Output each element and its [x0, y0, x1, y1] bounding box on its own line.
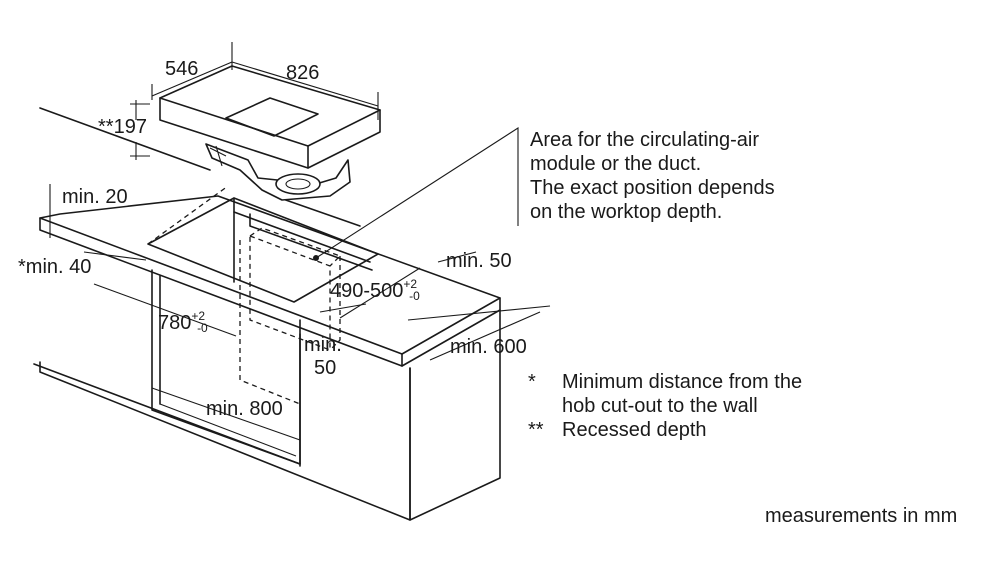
- cutout-width-value: 780: [158, 312, 192, 334]
- cutout-depth-tol-plus: +2: [403, 277, 418, 291]
- hob-fan: [275, 173, 321, 195]
- dim-label-490-500: 490-500+2-0: [330, 277, 420, 305]
- dim-label-min600: min. 600: [450, 336, 527, 358]
- area-note: Area for the circulating-air module or t…: [530, 128, 775, 224]
- legend-text: Recessed depth: [562, 419, 707, 441]
- dim-label-826: 826: [286, 62, 320, 84]
- dim-label-side-min-1: min.: [304, 334, 342, 356]
- cutout-projection: [147, 185, 229, 245]
- units-footer: measurements in mm: [765, 505, 958, 527]
- cutout-inner-lip: [249, 213, 373, 271]
- dim-label-min50: min. 50: [446, 250, 512, 272]
- cabinet-shelf: [159, 403, 297, 457]
- dim-label-min800: min. 800: [206, 398, 283, 420]
- worktop-top: [39, 195, 501, 355]
- worktop-back-line-left: [39, 107, 211, 171]
- dim-label-side-min-2: 50: [314, 357, 337, 379]
- area-note-line: module or the duct.: [530, 153, 702, 175]
- dim-826-line: [231, 61, 379, 107]
- leader-dot: [313, 255, 319, 261]
- module-area-top: [249, 227, 342, 267]
- dim-label-min40: *min. 40: [18, 256, 92, 278]
- dim-min40: [83, 251, 147, 261]
- module-area-side: [329, 256, 341, 351]
- leader-area: [315, 126, 519, 259]
- dim-side50: [319, 303, 367, 313]
- legend-text: Minimum distance from the: [562, 371, 803, 393]
- cutout-depth-range: 490-500: [330, 280, 404, 302]
- dim-label-197: **197: [98, 116, 147, 138]
- legend-item-min-distance: * Minimum distance from the: [528, 370, 802, 394]
- cutout-inner-back: [233, 211, 371, 263]
- plinth-line: [39, 361, 411, 521]
- hob-vent: [225, 97, 319, 137]
- dim-min50: [437, 251, 477, 263]
- area-note-line: The exact position depends: [530, 177, 775, 199]
- hob-body: [159, 65, 381, 169]
- worktop-back-line-mid: [279, 197, 361, 227]
- dim-label-min20: min. 20: [62, 186, 128, 208]
- dim-label-546: 546: [165, 58, 199, 80]
- legend-item-recessed: ** Recessed depth: [528, 418, 707, 442]
- legend-mark: *: [528, 371, 536, 393]
- dim-600-ref: [407, 305, 551, 321]
- cabinet-right-side: [409, 309, 501, 521]
- dim-hob-ticks: [151, 42, 379, 120]
- dim-800: [151, 387, 301, 441]
- cutout-width-tol-plus: +2: [191, 309, 206, 323]
- legend-mark: **: [528, 419, 544, 441]
- worktop-front-edge: [39, 217, 403, 367]
- dim-197: [130, 100, 150, 160]
- area-note-line: on the worktop depth.: [530, 201, 723, 223]
- area-note-line: Area for the circulating-air: [530, 129, 759, 151]
- dim-546-line: [151, 61, 233, 97]
- module-area-ghost: [239, 240, 301, 405]
- dim-780: [93, 283, 237, 337]
- dim-label-780: 780+2-0: [158, 309, 208, 337]
- hob-vent-slats: [209, 145, 227, 167]
- dim-490: [339, 267, 421, 319]
- hob-fan-hub: [285, 178, 311, 190]
- cutout-width-tol-minus: -0: [197, 321, 208, 335]
- cutout-depth-tol-minus: -0: [409, 289, 420, 303]
- module-area-front: [249, 235, 331, 351]
- hob-cutout: [147, 197, 379, 303]
- legend-item-min-distance-cont: hob cut-out to the wall: [562, 395, 758, 417]
- dim-600: [429, 311, 541, 361]
